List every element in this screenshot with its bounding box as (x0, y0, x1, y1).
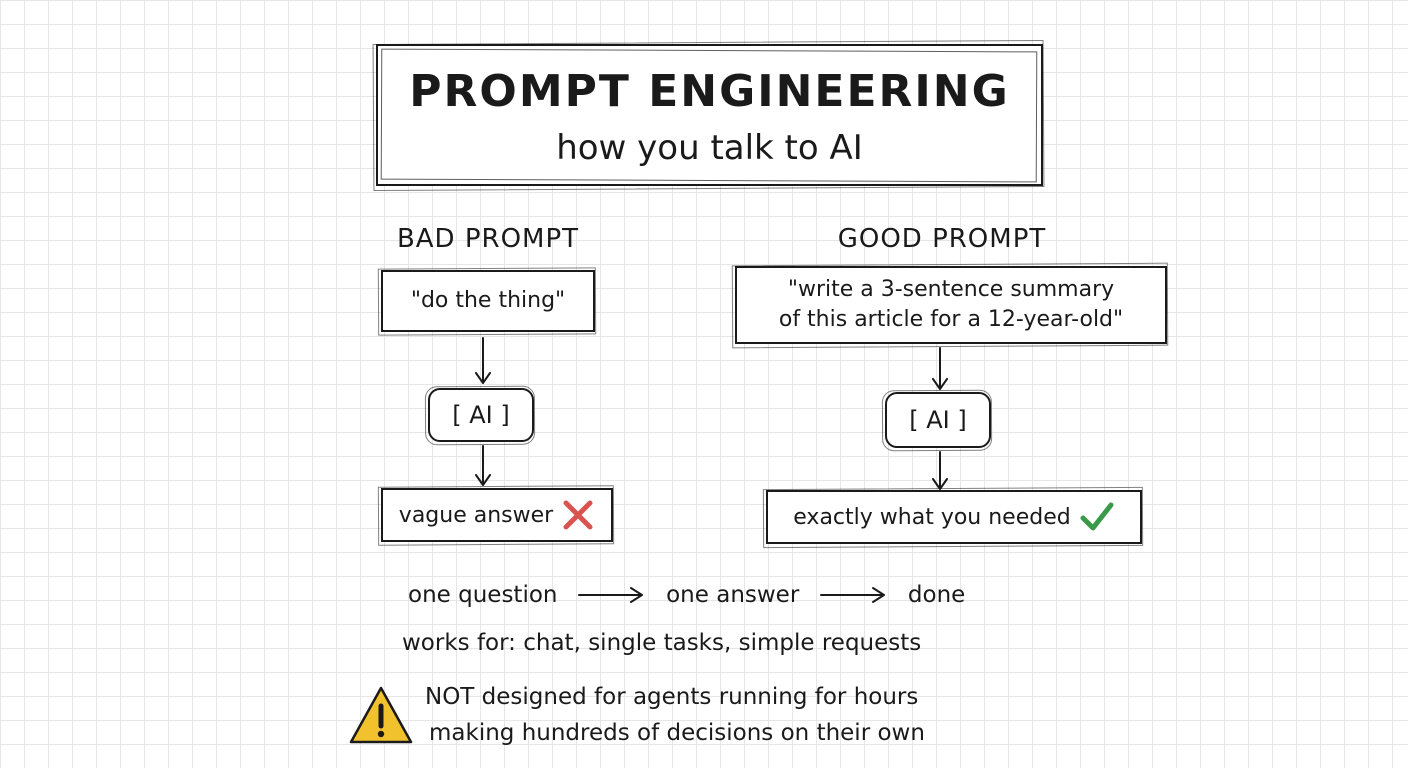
good-result-box: exactly what you needed (766, 490, 1142, 544)
good-prompt-heading: GOOD PROMPT (837, 224, 1047, 254)
warning-line-1: NOT designed for agents running for hour… (425, 684, 919, 710)
warning-line-2: making hundreds of decisions on their ow… (429, 720, 925, 746)
warning-icon (349, 686, 413, 744)
good-prompt-line-1: "write a 3-sentence summary (787, 277, 1115, 303)
good-prompt-box: "write a 3-sentence summary of this arti… (735, 266, 1167, 344)
good-arrow-2 (932, 451, 948, 490)
good-arrow-1 (932, 347, 948, 390)
subtitle: how you talk to AI (556, 128, 863, 168)
good-ai-label: [ AI ] (909, 406, 967, 434)
flow-step-2: one answer (666, 581, 800, 608)
works-for-text: works for: chat, single tasks, simple re… (402, 630, 922, 656)
bad-arrow-1 (475, 337, 491, 384)
bad-prompt-heading: BAD PROMPT (396, 224, 580, 254)
bad-prompt-box: "do the thing" (381, 270, 595, 332)
bad-arrow-2 (475, 445, 491, 486)
bad-prompt-text: "do the thing" (410, 288, 566, 314)
flow-step-1: one question (408, 581, 558, 608)
bad-ai-box: [ AI ] (428, 388, 534, 442)
title-box: PROMPT ENGINEERING how you talk to AI (376, 44, 1043, 186)
bad-ai-label: [ AI ] (452, 401, 510, 429)
good-ai-box: [ AI ] (885, 392, 991, 448)
cross-icon (563, 500, 593, 530)
main-title: PROMPT ENGINEERING (409, 66, 1010, 117)
check-icon (1080, 502, 1114, 531)
flow-step-3: done (907, 581, 966, 608)
bad-result-box: vague answer (381, 488, 613, 542)
bad-result-text: vague answer (398, 502, 554, 528)
good-result-text: exactly what you needed (793, 504, 1071, 530)
flow-arrow-1 (577, 586, 643, 603)
flow-line: one question one answer done (408, 576, 965, 612)
good-prompt-line-2: of this article for a 12-year-old" (778, 307, 1124, 332)
flow-arrow-2 (819, 586, 885, 603)
